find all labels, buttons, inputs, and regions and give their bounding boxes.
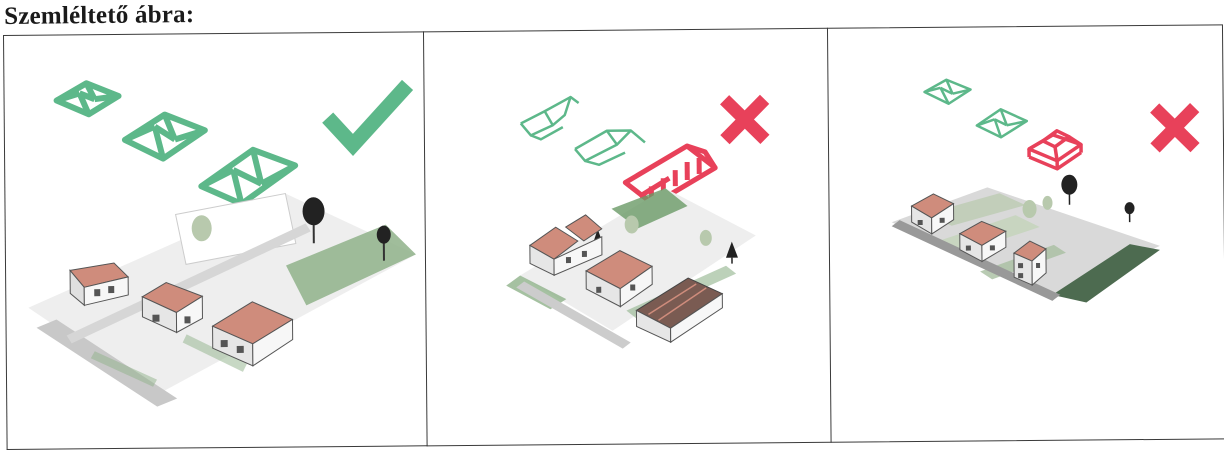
gable-roof-outline-icon <box>575 130 645 165</box>
hip-roof-outline-icon <box>924 80 970 104</box>
page-title: Szemléltető ábra: <box>4 1 194 31</box>
street-scene-illustration <box>505 187 756 349</box>
roof-icons-group <box>924 79 1027 138</box>
gable-roof-outline-icon <box>521 97 579 140</box>
street-scene-illustration <box>27 192 417 407</box>
tree-icon <box>1125 202 1135 222</box>
roof-icons-group <box>56 81 295 205</box>
pyramid-roof-outline-icon <box>1029 131 1081 169</box>
tree-icon <box>1061 175 1077 205</box>
illustration-panel-3 <box>827 24 1224 442</box>
roof-icons-group <box>521 96 646 165</box>
illustration-panel-1 <box>3 31 428 450</box>
cross-icon <box>1155 108 1195 148</box>
cross-icon <box>725 99 765 139</box>
hip-roof-outline-icon <box>125 114 205 159</box>
hip-roof-outline-icon <box>56 83 118 115</box>
figure-table <box>3 24 1224 450</box>
street-scene-illustration <box>891 174 1160 304</box>
hip-roof-outline-icon <box>977 109 1027 137</box>
check-icon <box>333 91 403 146</box>
illustration-panel-2 <box>423 28 832 447</box>
